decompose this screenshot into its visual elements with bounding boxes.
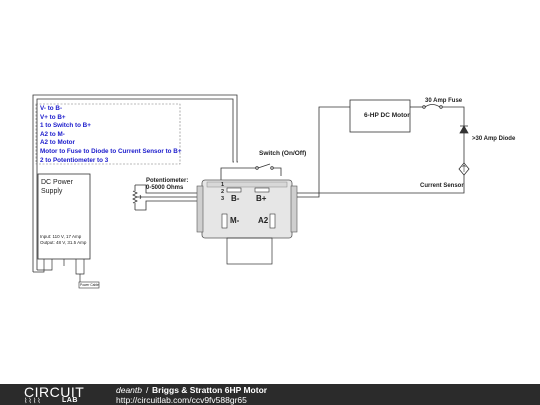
- footer-bar: CIRCUIT ⌇⌇⌇⌇ LAB deantb / Briggs & Strat…: [0, 384, 540, 405]
- motor-controller: [196, 179, 298, 239]
- footer-separator: /: [146, 385, 149, 395]
- dc-motor-box: [349, 99, 411, 133]
- terminal-m-minus: M-: [230, 216, 240, 225]
- legend-item: V- to B-: [40, 105, 63, 112]
- psu-label-line1: DC Power: [41, 179, 73, 186]
- circuit-url-link[interactable]: http://circuitlab.com/ccv9fv588gr65: [116, 395, 247, 405]
- potentiometer-range: 0-5000 Ohms: [146, 185, 184, 191]
- legend-item: A2 to Motor: [40, 139, 75, 147]
- switch-label: Switch (On/Off): [259, 150, 307, 157]
- power-cable-tag: [78, 281, 100, 289]
- dc-power-supply: [37, 173, 91, 260]
- author-link[interactable]: deantb: [116, 385, 142, 395]
- psu-input-rating: Input: 110 V, 17 Amp: [40, 234, 82, 239]
- terminal-a2: A2: [258, 216, 269, 225]
- legend-box: [35, 103, 181, 165]
- legend-item: 1 to Switch to B+: [40, 122, 91, 130]
- legend-item: V+ to B+: [40, 113, 66, 121]
- potentiometer-label: Potentiometer:: [146, 178, 189, 184]
- diode-symbol: [459, 125, 469, 134]
- current-sensor-symbol: [458, 162, 470, 176]
- terminal-b-minus: B-: [231, 194, 240, 203]
- circuit-title: Briggs & Stratton 6HP Motor: [152, 385, 268, 395]
- psu-output-rating: Output: 48 V, 31.5 Amp: [40, 240, 87, 245]
- fuse-label: 30 Amp Fuse: [425, 98, 463, 104]
- psu-terminals: [33, 259, 85, 284]
- fuse-symbol: [422, 104, 443, 109]
- pin-3-label: 3: [221, 196, 225, 202]
- motor-label: 6-HP DC Motor: [364, 112, 410, 119]
- power-cable-label: Power Cable: [80, 282, 99, 287]
- terminal-b-plus: B+: [256, 194, 267, 203]
- current-sensor-label: Current Sensor: [420, 183, 464, 189]
- diode-label: >30 Amp Diode: [472, 136, 516, 142]
- circuitlab-logo[interactable]: CIRCUIT: [24, 384, 85, 400]
- circuit-schematic: [32, 94, 470, 289]
- pin-1-label: 1: [221, 182, 225, 188]
- legend-item: 2 to Potentiometer to 3: [40, 156, 109, 164]
- legend-item: Motor to Fuse to Diode to Current Sensor…: [40, 147, 182, 155]
- wiring-legend: V- to B- V+ to B+ 1 to Switch to B+ A2 t…: [40, 105, 182, 165]
- wire-v-minus-to-b-minus: [32, 94, 238, 272]
- psu-label-line2: Supply: [41, 188, 63, 195]
- controller-bottom-wire: [226, 237, 273, 265]
- motor-circuit-wires: [297, 106, 465, 198]
- logo-waveform-icon: ⌇⌇⌇⌇: [24, 398, 42, 405]
- circuitlab-logo-lab: LAB: [62, 397, 78, 404]
- legend-item: A2 to M-: [40, 130, 65, 138]
- pin-2-label: 2: [221, 189, 225, 195]
